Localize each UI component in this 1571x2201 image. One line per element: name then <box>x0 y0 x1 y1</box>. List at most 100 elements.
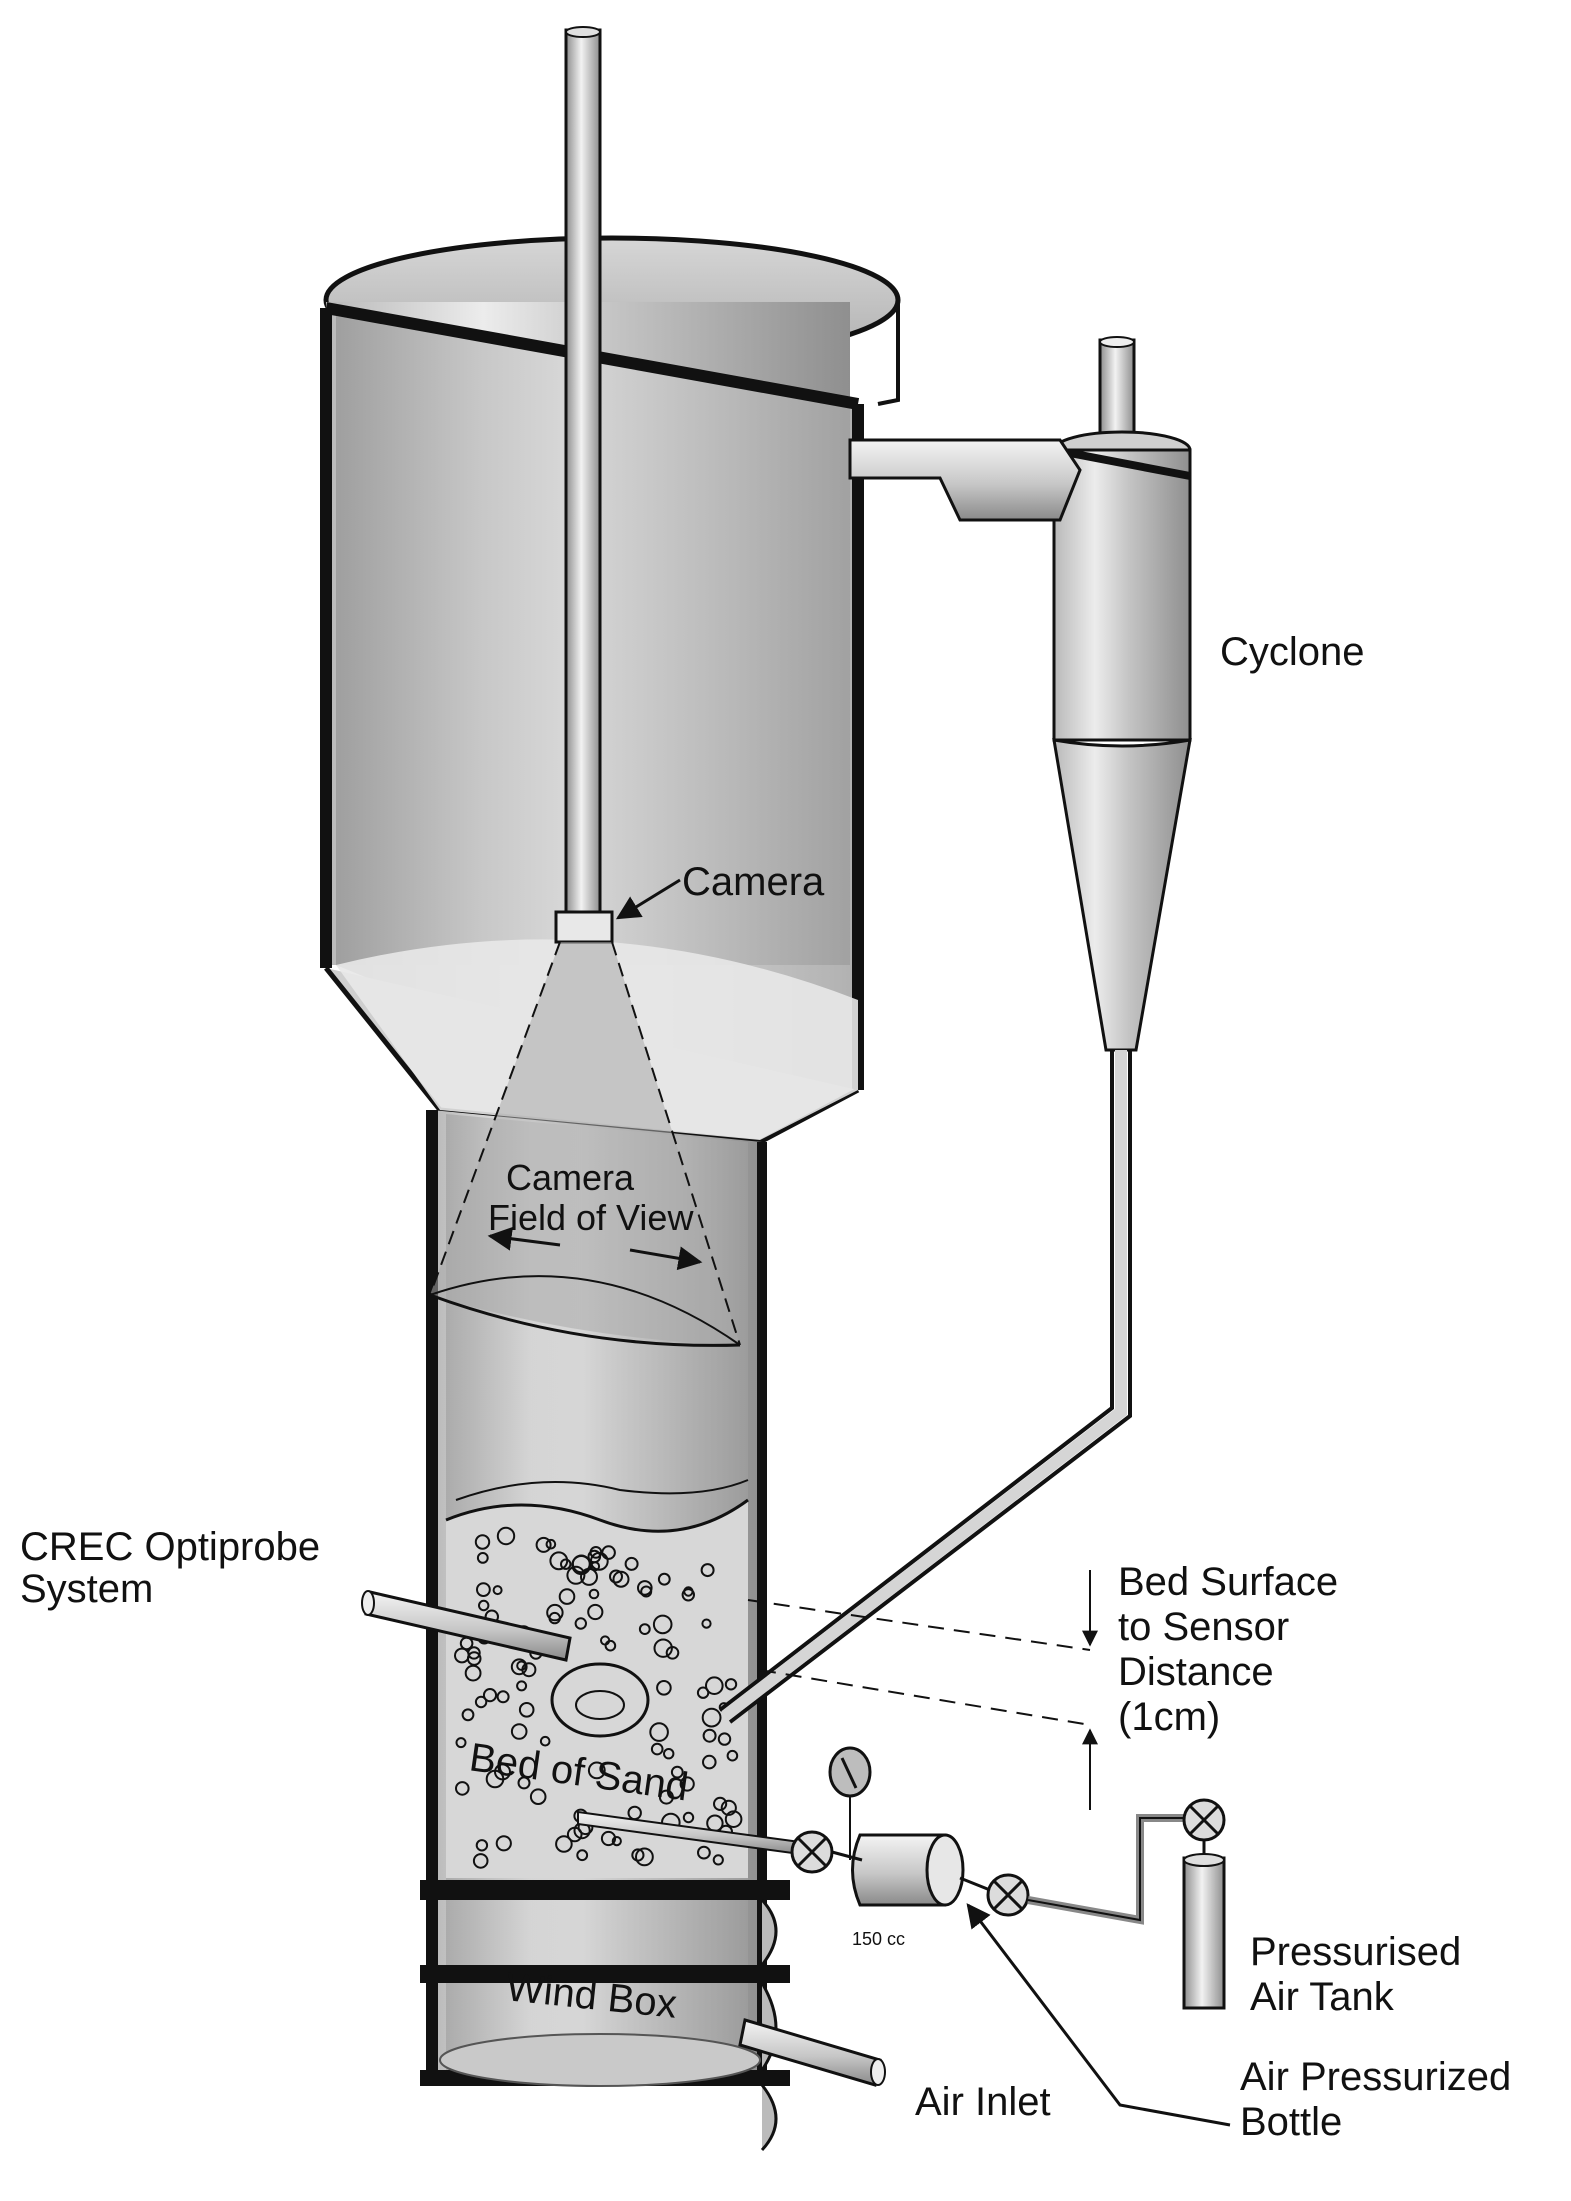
bed-surface-wave <box>445 1498 749 1533</box>
label-bottle-line1: Air Pressurized <box>1240 2055 1511 2099</box>
windbox-band <box>420 1965 790 1983</box>
optiprobe-end <box>361 1590 375 1616</box>
label-air-inlet: Air Inlet <box>915 2080 1051 2124</box>
cyclone-cone <box>1052 738 1192 1052</box>
sand-bubble <box>681 1588 695 1602</box>
label-camera: Camera <box>682 860 825 904</box>
valve-2[interactable] <box>986 1873 1030 1917</box>
sand-bubble <box>566 1565 586 1585</box>
sand-bubble <box>656 1680 672 1696</box>
sand-bubble <box>657 1572 671 1586</box>
valve-3[interactable] <box>1182 1798 1226 1842</box>
sand-bubble <box>461 1708 475 1722</box>
probe-rod <box>564 28 602 942</box>
sand-bubble <box>546 1603 564 1622</box>
bed-region <box>446 1500 748 1878</box>
label-bed-surface-line1: Bed Surface <box>1118 1560 1338 1604</box>
sand-bubble <box>670 1765 684 1779</box>
injection-system <box>577 1746 1231 2127</box>
sand-bubble <box>640 1585 653 1598</box>
sand-bubble <box>601 1545 616 1560</box>
label-tank-line2: Air Tank <box>1250 1975 1395 2019</box>
sand-bubble <box>474 1534 491 1550</box>
sand-bubble <box>560 1558 572 1570</box>
sand-bubble <box>466 1651 482 1666</box>
sand-bubble <box>624 1556 639 1571</box>
sand-bubble <box>510 1723 528 1740</box>
sand-bubble <box>549 1551 569 1571</box>
valve-1[interactable] <box>790 1830 834 1874</box>
sand-bubble <box>638 1623 651 1635</box>
air-pressurized-bottle <box>851 1833 965 1907</box>
fov-arrow-left <box>487 1226 561 1251</box>
sand-bubble <box>548 1611 561 1625</box>
label-optiprobe-line1: CREC Optiprobe <box>20 1525 320 1569</box>
sand-bubble <box>510 1658 528 1676</box>
label-tank-line1: Pressurised <box>1250 1930 1461 1974</box>
sand-bubble <box>467 1646 481 1660</box>
cyclone-inlet-duct <box>848 438 1082 522</box>
sand-bubble <box>653 1638 673 1658</box>
cyclone-cut <box>1053 446 1191 480</box>
sand-bubble <box>600 1830 617 1847</box>
sand-bubble <box>587 1603 604 1621</box>
pressurised-air-tank <box>1182 1853 1226 2010</box>
sand-bubble <box>476 1552 489 1564</box>
sand-bubble <box>663 1748 675 1760</box>
sand-bubble <box>697 1845 711 1860</box>
camera-body <box>554 910 614 944</box>
bottle-pointer-arrow <box>966 1903 1231 2127</box>
sand-bubble <box>474 1695 488 1709</box>
labels: Camera Cyclone Camera Field of View CREC… <box>20 630 1511 2144</box>
sand-bubble <box>539 1735 551 1747</box>
sand-bubble <box>496 1526 516 1546</box>
label-bed-surface-line3: Distance <box>1118 1650 1274 1694</box>
sand-bubble <box>571 1554 591 1574</box>
cyclone-dipleg-fill <box>721 1050 1127 1721</box>
sand-bubble <box>475 1839 489 1852</box>
sand-bubble <box>682 1811 695 1824</box>
sand-bubble <box>724 1678 738 1691</box>
sand-bubble <box>658 1789 674 1805</box>
sand-bubble <box>587 1761 606 1780</box>
sand-bubble <box>588 1588 600 1600</box>
sand-bubble <box>558 1588 576 1605</box>
fov-base <box>429 1293 741 1347</box>
label-bed-surface-line2: to Sensor <box>1118 1605 1289 1649</box>
windbox-bottom-ellipse <box>439 2033 761 2087</box>
sand-bubble <box>574 1617 587 1630</box>
label-optiprobe-line2: System <box>20 1567 153 1611</box>
sand-bubble <box>535 1536 552 1553</box>
sand-bubble <box>649 1722 669 1742</box>
sand-bubble <box>635 1847 654 1867</box>
sand-bubble <box>482 1688 498 1703</box>
sand-bubble <box>566 1826 583 1843</box>
sand-bubble <box>517 1776 531 1790</box>
probe-rod-tip <box>565 26 601 38</box>
sand-bubble <box>604 1639 617 1652</box>
sand-bubble <box>529 1788 547 1805</box>
sand-bubble <box>555 1835 573 1853</box>
sand-bubble <box>717 1732 732 1746</box>
sand-bubble <box>476 1582 491 1597</box>
sand-bubble <box>701 1707 722 1728</box>
label-volume: 150 cc <box>852 1929 905 1949</box>
vessel-right-edge <box>877 300 900 406</box>
sand-bubble <box>726 1749 739 1762</box>
distributor-plate <box>420 1880 790 1900</box>
sand-bubble <box>485 1769 505 1789</box>
sand-bubble <box>705 1676 724 1695</box>
sand-bubble <box>496 1690 510 1704</box>
sand-bubble <box>545 1538 557 1550</box>
distance-indicator <box>747 1570 1098 1810</box>
air-inlet <box>738 2018 886 2087</box>
fov-edge-left <box>429 941 561 1296</box>
sand-bubble <box>590 1561 601 1572</box>
sand-bubble <box>455 1781 470 1796</box>
large-bubble <box>550 1662 650 1738</box>
cyclone-body <box>1052 448 1192 742</box>
sand-bubble <box>611 1836 622 1847</box>
sand-bubble <box>492 1585 503 1596</box>
